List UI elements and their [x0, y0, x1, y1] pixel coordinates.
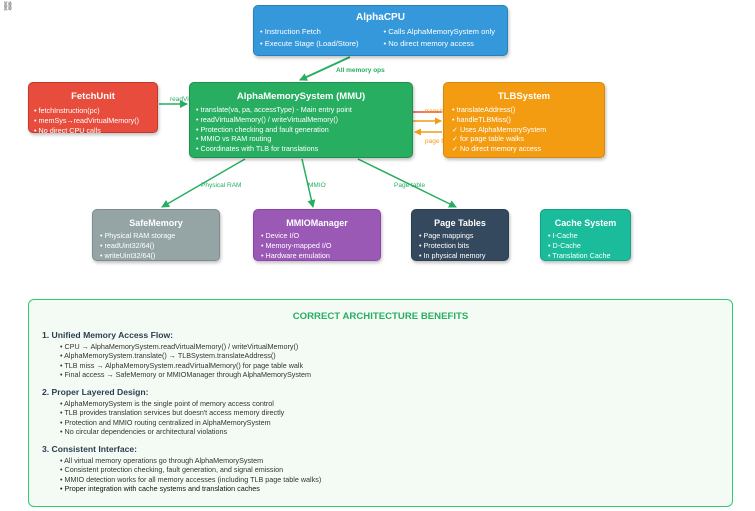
pagetables-node: Page Tables • Page mappings • Protection… [411, 209, 509, 261]
tlbsystem-node: TLBSystem • translateAddress() • handleT… [443, 82, 605, 158]
cachesystem-node: Cache System • I-Cache • D-Cache • Trans… [540, 209, 631, 261]
safememory-item: • writeUint32/64() [100, 250, 156, 260]
cache-item: • I-Cache [548, 231, 578, 240]
benefits-section: 2. Proper Layered Design: • AlphaMemoryS… [42, 387, 284, 437]
safememory-node: SafeMemory • Physical RAM storage • read… [92, 209, 220, 261]
alphacpu-title: AlphaCPU [356, 12, 405, 23]
edge-label-translate: translat [425, 108, 447, 115]
alphacpu-item: • Instruction Fetch [260, 27, 321, 36]
tlb-title: TLBSystem [497, 91, 551, 102]
edge-label-all-memory-ops: All memory ops [336, 67, 385, 74]
benefit-item: • CPU → AlphaMemorySystem.readVirtualMem… [60, 342, 299, 351]
section-heading: 2. Proper Layered Design: [42, 387, 149, 397]
mmio-title: MMIOManager [286, 218, 348, 228]
edge-label-readvirt: readVi [170, 96, 189, 103]
pagetables-item: • Protection bits [419, 240, 470, 250]
benefits-section: 1. Unified Memory Access Flow: • CPU → A… [42, 330, 311, 380]
cache-title: Cache System [554, 218, 617, 228]
edge-label-page-t: page t [425, 138, 444, 145]
tlb-item: ✓ Uses AlphaMemorySystem [452, 124, 547, 134]
benefits-section: 3. Consistent Interface: • All virtual m… [42, 444, 321, 494]
safememory-item: • readUint32/64() [100, 240, 155, 250]
alphacpu-item: • No direct memory access [383, 39, 474, 48]
pagetables-item: • Page mappings [419, 231, 474, 240]
benefit-item: • TLB miss → AlphaMemorySystem.readVirtu… [60, 360, 304, 370]
tlb-item: ✓ for page table walks [452, 134, 524, 144]
section-heading: 3. Consistent Interface: [42, 444, 138, 454]
alphacpu-item: • Execute Stage (Load/Store) [260, 39, 359, 48]
edge-label-mmio: MMIO [308, 182, 326, 189]
fetchunit-node: FetchUnit • fetchInstruction(pc) • memSy… [28, 82, 158, 135]
section-heading: 1. Unified Memory Access Flow: [42, 330, 174, 340]
mmio-item: • Memory-mapped I/O [261, 240, 332, 250]
mmu-item: • Coordinates with TLB for translations [196, 144, 319, 154]
safememory-title: SafeMemory [129, 218, 183, 228]
mmu-item: • MMIO vs RAM routing [196, 134, 272, 144]
cache-item: • D-Cache [548, 240, 581, 250]
tlb-item: • handleTLBMiss() [452, 114, 511, 124]
fetchunit-item: • fetchInstruction(pc) [34, 106, 100, 115]
benefit-item: • Proper integration with cache systems … [60, 484, 260, 494]
benefit-item: • All virtual memory operations go throu… [60, 456, 264, 465]
benefit-item: • MMIO detection works for all memory ac… [60, 474, 322, 484]
benefit-item: • AlphaMemorySystem.translate() → TLBSys… [60, 351, 276, 361]
edge-label-page-table: Page table [394, 182, 426, 189]
alphacpu-item: • Calls AlphaMemorySystem only [383, 27, 496, 36]
benefit-item: • Protection and MMIO routing centralize… [60, 417, 271, 427]
fetchunit-title: FetchUnit [71, 91, 115, 102]
arrow-mmu-to-pagetables [357, 158, 457, 208]
edge-label-physical-ram: Physical RAM [201, 182, 242, 189]
fetchunit-item: • memSys→readVirtualMemory() [34, 115, 140, 125]
mmu-item: • translate(va, pa, accessType) - Main e… [196, 105, 352, 114]
benefit-item: • TLB provides translation services but … [60, 408, 285, 418]
safememory-item: • Physical RAM storage [100, 231, 176, 240]
fetchunit-item: • No direct CPU calls [34, 125, 101, 135]
pagetables-title: Page Tables [434, 218, 486, 228]
cache-item: • Translation Cache [548, 250, 611, 260]
benefit-item: • No circular dependencies or architectu… [60, 427, 228, 437]
mmiomanager-node: MMIOManager • Device I/O • Memory-mapped… [253, 209, 381, 261]
benefits-panel: CORRECT ARCHITECTURE BENEFITS 1. Unified… [28, 299, 733, 507]
benefit-item: • Final access → SafeMemory or MMIOManag… [60, 370, 311, 380]
mmu-title: AlphaMemorySystem (MMU) [236, 91, 366, 102]
arrow-cpu-to-mmu [299, 56, 351, 81]
benefits-title: CORRECT ARCHITECTURE BENEFITS [292, 311, 469, 322]
arrow-mmu-to-mmio [301, 158, 316, 208]
pagetables-item: • In physical memory [419, 250, 486, 260]
benefit-item: • Consistent protection checking, fault … [60, 465, 284, 475]
benefit-item: • AlphaMemorySystem is the single point … [60, 399, 274, 408]
mmu-node: AlphaMemorySystem (MMU) • translate(va, … [189, 82, 413, 158]
arrow-mmu-to-safememory [161, 158, 246, 208]
corner-icon: ⛓ [2, 1, 14, 11]
alphacpu-node: AlphaCPU • Instruction Fetch • Execute S… [253, 5, 508, 56]
mmio-item: • Hardware emulation [261, 250, 330, 260]
mmu-item: • readVirtualMemory() / writeVirtualMemo… [196, 114, 339, 124]
tlb-item: ✓ No direct memory access [452, 144, 542, 154]
tlb-item: • translateAddress() [452, 105, 516, 114]
mmu-item: • Protection checking and fault generati… [196, 124, 329, 134]
mmio-item: • Device I/O [261, 231, 300, 240]
